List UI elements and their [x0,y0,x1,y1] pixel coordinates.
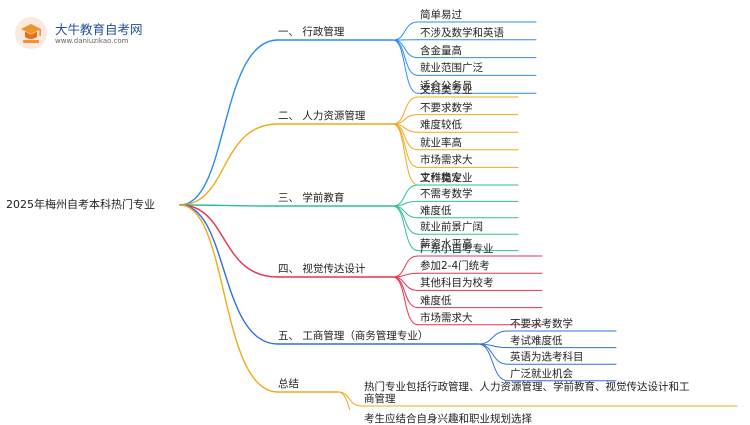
leaf-connector [478,331,508,344]
branch-label: 五、 工商管理（商务管理专业） [278,330,428,342]
leaf-item: 文科类专业 [420,172,473,184]
branch-connector [180,205,278,392]
leaf-item: 参加2-4门统考 [420,260,490,272]
branch-label: 总结 [278,378,299,390]
leaf-connector [393,97,418,124]
leaf-item: 简单易过 [420,9,462,21]
branch-connector [180,124,278,205]
leaf-item: 难度较低 [420,119,462,131]
branch-label: 四、 视觉传达设计 [278,263,365,275]
leaf-item: 不要求考数学 [510,318,573,330]
leaf-item: 就业范围广泛 [420,62,483,74]
leaf-item: 其他科目为校考 [420,277,494,289]
leaf-item: 热门专业包括行政管理、人力资源管理、学前教育、视觉传达设计和工 商管理 [364,381,690,405]
branch-connector [180,205,278,206]
leaf-connector [393,115,418,124]
brand-name: 大牛教育自考网 [55,19,143,38]
branch-label: 一、 行政管理 [278,26,344,38]
leaf-item: 不涉及数学和英语 [420,27,504,39]
leaf-item: 考试难度低 [510,335,563,347]
leaf-connector [338,392,362,406]
leaf-item: 广泛就业机会 [510,368,573,380]
leaf-connector [393,40,418,58]
branch-label: 三、 学前教育 [278,192,344,204]
leaf-item: 不需考数学 [420,188,473,200]
branch-connector [180,205,278,277]
leaf-item: 文科类专业 [420,84,473,96]
leaf-item: 就业率高 [420,137,462,149]
leaf-connector [393,273,418,277]
leaf-item: 难度低 [420,205,452,217]
leaf-connector [393,185,418,206]
leaf-item: 市场需求大 [420,312,473,324]
root-topic: 2025年梅州自考本科热门专业 [6,199,155,211]
leaf-connector [478,344,508,381]
leaf-item: 就业前景广阔 [420,221,483,233]
leaf-item: 考生应结合自身兴趣和职业规划选择 [364,413,532,425]
leaf-item: 市场需求大 [420,154,473,166]
leaf-connector [393,40,418,93]
leaf-connector [338,392,362,410]
leaf-item: 难度低 [420,295,452,307]
leaf-connector [393,124,418,185]
leaf-item: 英语为选考科目 [510,351,584,363]
graduation-cap-logo-icon [14,16,48,50]
leaf-item: 不要求数学 [420,102,473,114]
site-url: www.daniuzikao.com [55,37,128,45]
leaf-connector [393,22,418,40]
leaf-connector [393,256,418,277]
branch-connector [180,205,278,344]
leaf-connector [393,124,418,167]
branch-connector [180,40,278,205]
leaf-item: 广东小自考专业 [420,243,494,255]
leaf-item: 含金量高 [420,45,462,57]
branch-label: 二、 人力资源管理 [278,110,365,122]
